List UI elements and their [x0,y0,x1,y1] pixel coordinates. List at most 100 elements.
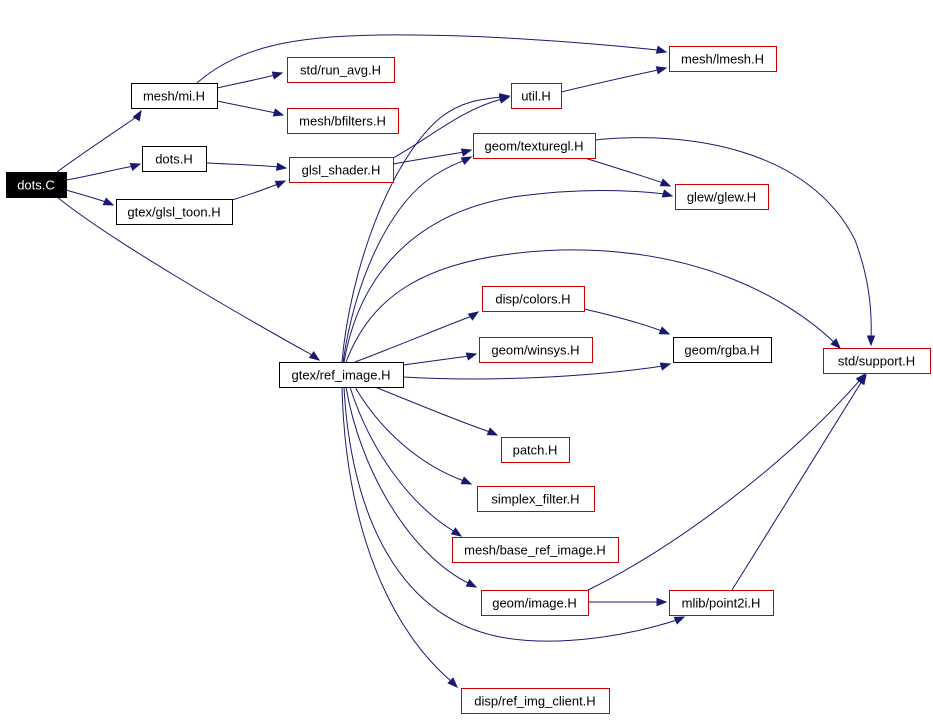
arrowhead-icon [460,476,473,485]
edge-gtex_ref_image-to-util [341,93,511,363]
edge-line [345,249,836,363]
edge-dots_C-to-mesh_mi [56,109,142,173]
node-disp-colors[interactable]: disp/colors.H [482,286,585,312]
node-box [482,286,585,312]
arrowhead-icon [467,311,480,321]
edge-geom_image-to-mlib_point2i [587,597,668,607]
edge-dots_C-to-gtex_ref_image [56,196,321,361]
node-box [452,537,619,563]
node-label: std/run_avg.H [300,63,381,78]
edge-line [341,96,503,363]
node-mesh-lmesh[interactable]: mesh/lmesh.H [669,46,777,72]
node-label: gtex/ref_image.H [292,368,391,383]
node-mlib-point2i[interactable]: mlib/point2i.H [669,590,774,616]
node-box [501,437,570,463]
node-mesh-mi[interactable]: mesh/mi.H [131,83,218,109]
edge-line [392,98,503,159]
edge-gtex_ref_image-to-geom_texturegl [342,156,473,363]
edge-mlib_point2i-to-std_support [731,373,867,591]
node-geom-winsys[interactable]: geom/winsys.H [479,337,593,363]
edge-line [731,380,863,591]
edge-line [56,115,139,173]
node-box [287,108,399,134]
node-box [675,184,769,210]
node-util[interactable]: util.H [511,83,562,109]
arrowhead-icon [275,162,288,171]
arrowhead-icon [658,326,671,335]
node-mesh-base-ref[interactable]: mesh/base_ref_image.H [452,537,619,563]
edge-gtex_ref_image-to-geom_image [345,386,478,588]
arrowhead-icon [830,338,841,349]
arrowhead-icon [129,162,142,172]
edge-line [402,365,664,380]
node-std-run-avg[interactable]: std/run_avg.H [287,57,395,83]
node-label: mesh/base_ref_image.H [464,543,606,558]
arrowhead-icon [659,362,672,371]
edge-gtex_ref_image-to-glew [343,189,674,363]
node-label: mlib/point2i.H [682,596,761,611]
edge-geom_image-to-std_support [587,372,866,591]
edge-line [392,151,465,165]
node-gtex-ref-image[interactable]: gtex/ref_image.H [279,362,404,388]
edge-gtex_ref_image-to-std_support [345,249,841,363]
node-glew[interactable]: glew/glew.H [675,184,769,210]
node-mesh-bfilters[interactable]: mesh/bfilters.H [287,108,399,134]
arrowhead-icon [102,197,115,206]
edge-disp_colors-to-geom_rgba [583,308,671,335]
node-disp-ref-img[interactable]: disp/ref_img_client.H [461,688,610,714]
edge-gtex_ref_image-to-mesh_base_ref [349,386,463,537]
node-label: patch.H [513,443,558,458]
arrowhead-icon [460,156,473,166]
arrowhead-icon [659,178,672,187]
nodes-layer: dots.C mesh/mi.H dots.H gtex/glsl_toon.Hgte… [6,46,931,714]
node-simplex-filter[interactable]: simplex_filter.H [477,486,595,512]
node-patch[interactable]: patch.H [501,437,570,463]
edge-gtex_ref_image-to-mlib_point2i [343,386,686,642]
node-geom-rgba[interactable]: geom/rgba.H [673,337,772,363]
node-gtex-glsl-toon[interactable]: gtex/glsl_toon.H [116,199,233,225]
edge-dots_C-to-dots_H [65,162,142,181]
edge-gtex_ref_image-to-simplex_filter [354,386,473,485]
arrowhead-icon [274,180,287,189]
node-std-support[interactable]: std/support.H [823,348,931,374]
edge-line [583,308,663,332]
node-label: dots.H [155,152,193,167]
edge-mesh_mi-to-std_run_avg [216,71,284,89]
node-label: geom/texturegl.H [485,139,584,154]
edge-gtex_ref_image-to-disp_ref_img [341,386,458,688]
node-label: util.H [521,89,551,104]
node-geom-texturegl[interactable]: geom/texturegl.H [473,133,596,159]
node-box [473,133,596,159]
edge-line [342,159,466,363]
node-box [669,46,777,72]
edges-layer [56,34,876,688]
node-label: mesh/bfilters.H [299,114,386,129]
node-dots-H[interactable]: dots.H [142,146,207,172]
edge-geom_texturegl-to-glew [584,157,672,187]
arrowhead-icon [486,427,499,436]
edge-line [231,183,279,201]
edge-line [343,386,678,642]
node-geom-image[interactable]: geom/image.H [481,590,589,616]
node-label: simplex_filter.H [491,492,579,507]
node-label: geom/rgba.H [684,343,759,358]
edge-geom_texturegl-to-std_support [594,137,876,347]
edge-line [354,315,473,363]
node-box [279,362,404,388]
node-box [461,688,610,714]
edge-gtex_ref_image-to-geom_winsys [402,352,478,366]
edge-line [354,386,465,482]
edge-line [205,162,280,168]
node-box [6,172,67,198]
edge-dots_C-to-gtex_glsl_toon [65,189,115,206]
arrowhead-icon [866,335,876,347]
node-label: disp/ref_img_client.H [474,694,595,709]
edge-line [594,137,872,339]
edge-mesh_mi-to-mesh_lmesh [196,34,668,84]
node-glsl-shader[interactable]: glsl_shader.H [289,157,394,183]
node-label: std/support.H [838,354,915,369]
node-label: dots.C [17,178,55,193]
node-dots-C[interactable]: dots.C [6,172,67,198]
node-box [823,348,931,374]
